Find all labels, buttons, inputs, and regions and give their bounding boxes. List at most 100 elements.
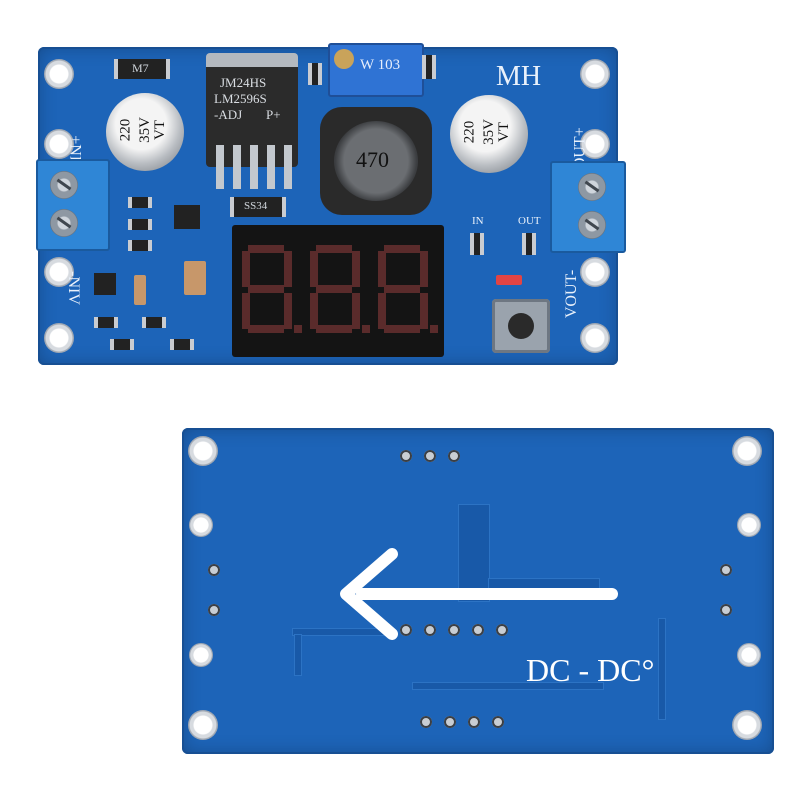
pad xyxy=(448,624,460,636)
seg xyxy=(316,245,352,253)
cap-left-text-1: 220 xyxy=(117,118,134,142)
pad xyxy=(400,624,412,636)
smd-resistor-3 xyxy=(128,240,152,251)
seg xyxy=(420,293,428,329)
pad xyxy=(720,604,732,616)
cap-left-text-3: VT xyxy=(152,120,168,140)
output-screw-terminal xyxy=(550,161,626,253)
chip-text-1: JM24HS xyxy=(220,75,267,90)
seg xyxy=(352,293,360,329)
diode-component: SS34 xyxy=(230,197,286,217)
trace xyxy=(412,682,604,690)
top-pcb-board: +NIV -NIV VOUT+ VOUT- MH 220 35V VT 220 … xyxy=(36,43,626,365)
seg xyxy=(378,251,386,287)
label-vin-minus: -NIV xyxy=(64,271,82,305)
cap-right-text-1: 220 xyxy=(461,120,478,144)
small-cap-2 xyxy=(134,275,146,305)
seg xyxy=(384,285,420,293)
mounting-hole-bottom-left xyxy=(44,323,74,353)
pad xyxy=(448,450,460,462)
bottom-hole-bottom-left xyxy=(188,710,218,740)
smd-resistor-9 xyxy=(422,55,436,79)
seg xyxy=(310,251,318,287)
seg xyxy=(316,285,352,293)
seg xyxy=(284,293,292,329)
pad xyxy=(496,624,508,636)
seg xyxy=(242,293,250,329)
brand-label: MH xyxy=(496,61,542,92)
input-screw-bottom xyxy=(50,209,78,237)
mounting-hole-bottom-right xyxy=(580,323,610,353)
capacitor-right: 220 35V VT xyxy=(450,95,528,173)
fuse-component: M7 xyxy=(114,59,170,79)
inductor-value: 470 xyxy=(356,147,389,172)
seg xyxy=(352,251,360,287)
seg xyxy=(420,251,428,287)
bottom-hole-left-1 xyxy=(189,513,213,537)
smd-resistor-6 xyxy=(110,339,134,350)
seg xyxy=(248,285,284,293)
pad xyxy=(400,450,412,462)
smd-resistor-7 xyxy=(170,339,194,350)
smd-resistor-4 xyxy=(94,317,118,328)
arrow-left-icon xyxy=(340,548,618,640)
bottom-hole-right-1 xyxy=(737,513,761,537)
dc-dc-label: DC - DC° xyxy=(526,652,655,688)
smd-resistor-5 xyxy=(142,317,166,328)
fuse-code: M7 xyxy=(132,61,149,75)
transistor xyxy=(174,205,200,229)
bottom-hole-right-2 xyxy=(737,643,761,667)
input-screw-top xyxy=(50,171,78,199)
mounting-hole-mid-left-2 xyxy=(44,257,74,287)
bottom-hole-bottom-right xyxy=(732,710,762,740)
input-screw-terminal xyxy=(36,159,110,251)
small-ic xyxy=(94,273,116,295)
small-cap-1 xyxy=(184,261,206,295)
pad xyxy=(472,624,484,636)
mounting-hole-mid-right-2 xyxy=(580,257,610,287)
output-screw-top xyxy=(578,173,606,201)
output-screw-bottom xyxy=(578,211,606,239)
chip-legs xyxy=(216,145,292,189)
seven-segment-display xyxy=(232,225,444,357)
mounting-hole-top-left xyxy=(44,59,74,89)
diode-code: SS34 xyxy=(244,200,268,212)
bottom-hole-top-left xyxy=(188,436,218,466)
push-button-cap[interactable] xyxy=(508,313,534,339)
chip-text-2: LM2596S xyxy=(214,91,267,106)
seg xyxy=(384,245,420,253)
smd-resistor-2 xyxy=(128,219,152,230)
pad xyxy=(468,716,480,728)
pad xyxy=(424,624,436,636)
mounting-hole-mid-right-1 xyxy=(580,129,610,159)
led-out xyxy=(522,233,536,255)
push-button[interactable] xyxy=(492,299,550,353)
pad xyxy=(492,716,504,728)
seg xyxy=(242,251,250,287)
trimmer-potentiometer[interactable]: W 103 xyxy=(328,43,424,97)
mounting-hole-top-right xyxy=(580,59,610,89)
label-vout-minus: VOUT- xyxy=(563,269,581,319)
led-in xyxy=(470,233,484,255)
seg xyxy=(378,293,386,329)
trimmer-code: W 103 xyxy=(360,57,401,73)
cap-right-text-2: 35V xyxy=(480,119,497,145)
seg xyxy=(316,325,352,333)
capacitor-left: 220 35V VT xyxy=(106,93,184,171)
pad xyxy=(444,716,456,728)
bottom-pcb-board: DC - DC° xyxy=(182,428,774,754)
led-in-label: IN xyxy=(472,215,484,227)
mounting-hole-mid-left-1 xyxy=(44,129,74,159)
pad xyxy=(208,604,220,616)
pad xyxy=(424,450,436,462)
trimmer-screw-icon[interactable] xyxy=(334,49,354,69)
seg xyxy=(284,251,292,287)
pad xyxy=(420,716,432,728)
seg xyxy=(384,325,420,333)
seg xyxy=(310,293,318,329)
trace xyxy=(658,618,666,720)
decimal-point-3 xyxy=(430,325,438,333)
cap-left-text-2: 35V xyxy=(136,117,153,143)
cap-right-text-3: VT xyxy=(496,122,512,142)
bottom-hole-top-right xyxy=(732,436,762,466)
